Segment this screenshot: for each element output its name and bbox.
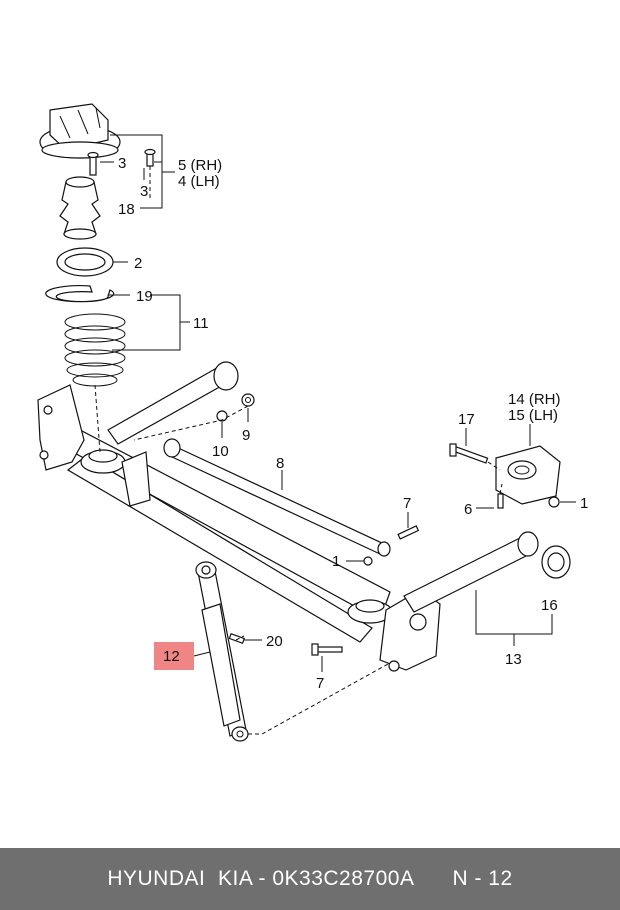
bolt-17	[449, 443, 489, 464]
bolt-7-upper	[397, 525, 420, 540]
dash-shock-bottom	[248, 663, 389, 735]
spring-seat	[56, 247, 114, 277]
bump-stop	[59, 176, 101, 240]
mounting-bracket-14-15	[495, 445, 561, 505]
callout-2: 2	[134, 255, 142, 272]
rear-suspension-diagram: 3 3 5 (RH) 4 (LH) 18 2 19 11 10 9 8 7 1 …	[37, 103, 588, 742]
callout-13: 13	[505, 651, 522, 668]
callout-3a: 3	[118, 155, 126, 172]
footer-bar: HYUNDAI KIA - 0K33C28700A N - 12	[0, 848, 620, 910]
lateral-rod-8	[163, 438, 391, 557]
nut-1-right	[548, 496, 560, 508]
callout-1b: 1	[580, 495, 588, 512]
left-shock-bracket	[121, 451, 151, 507]
callout-15-lh: 15 (LH)	[508, 407, 558, 424]
mount-bolt-right	[144, 148, 156, 167]
bushing-16	[541, 545, 571, 579]
bolt-20	[228, 632, 246, 644]
dash-bolt-6	[499, 483, 503, 495]
callout-20: 20	[266, 633, 283, 650]
coil-spring	[64, 313, 126, 387]
mount-bolt-left	[87, 151, 99, 176]
spring-pad	[45, 285, 115, 303]
dash-nut-9-10	[133, 405, 249, 441]
callout-11: 11	[193, 315, 209, 332]
lower-right-arm-13	[403, 531, 539, 613]
nut-1-left	[363, 556, 373, 566]
footer-part-number: HYUNDAI KIA - 0K33C28700A	[107, 867, 415, 890]
callout-5-rh: 5 (RH)	[178, 157, 222, 174]
bolt-7-lower	[311, 643, 343, 656]
footer-page-ref: N - 12	[452, 867, 513, 890]
dash-shock-bolt-20	[235, 635, 245, 641]
callout-19: 19	[136, 288, 153, 305]
upper-mount-bracket	[39, 103, 121, 159]
callout-10: 10	[212, 443, 229, 460]
callout-9: 9	[242, 427, 250, 444]
left-trailing-bracket	[37, 384, 85, 471]
nut-10	[216, 410, 228, 422]
callout-6: 6	[464, 501, 472, 518]
callout-3b: 3	[140, 183, 148, 200]
dash-bolt-17	[487, 461, 501, 471]
highlight-box-12	[154, 642, 194, 670]
footer-spacer	[414, 867, 452, 891]
left-spring-seat-on-axle	[80, 449, 126, 474]
callout-17: 17	[458, 411, 475, 428]
right-spring-seat-on-axle	[347, 599, 393, 624]
callout-8: 8	[276, 455, 284, 472]
callout-14-rh: 14 (RH)	[508, 391, 561, 408]
callout-7a: 7	[403, 495, 411, 512]
bolt-6	[497, 493, 504, 509]
callout-7b: 7	[316, 675, 324, 692]
callout-16: 16	[541, 597, 558, 614]
callout-1a: 1	[332, 553, 340, 570]
callout-18: 18	[118, 201, 135, 218]
upper-left-arm	[107, 361, 239, 445]
nut-9	[241, 393, 255, 407]
callout-12: 12	[163, 648, 180, 665]
leader-lines	[100, 134, 576, 672]
shock-absorber	[195, 561, 249, 742]
callout-4-lh: 4 (LH)	[178, 173, 220, 190]
